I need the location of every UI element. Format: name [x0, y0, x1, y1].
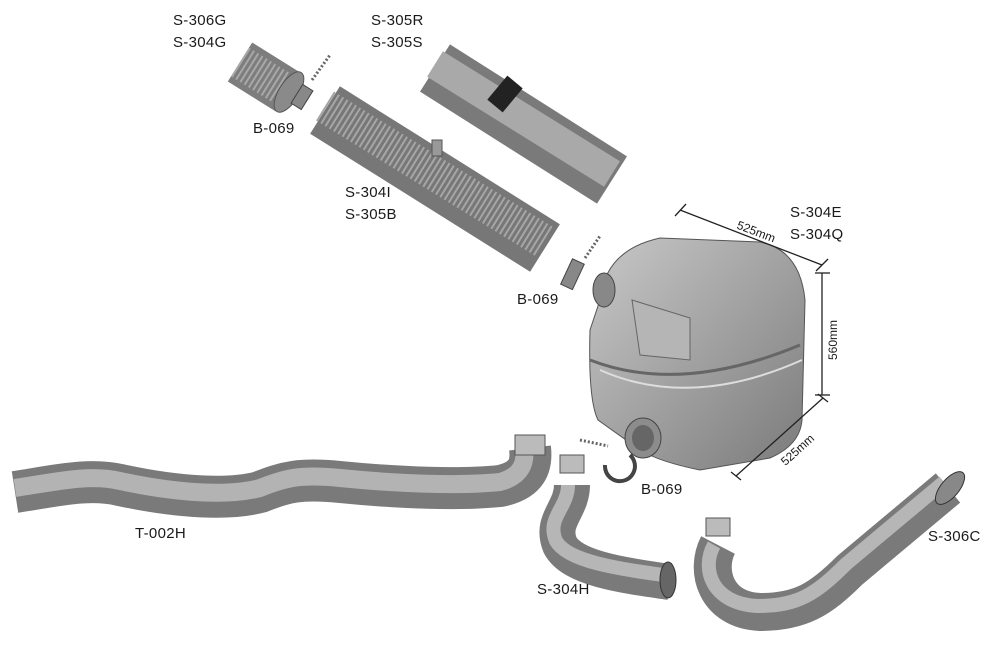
straight-hose-with-strap	[420, 44, 627, 204]
dimension-height: 560mm	[826, 319, 840, 360]
part-label-s306c: S-306C	[928, 528, 981, 545]
part-label-s304h: S-304H	[537, 581, 590, 598]
part-label-s306g: S-306G	[173, 12, 227, 29]
hose-clamp-2	[559, 235, 602, 291]
elbow-pipe-h	[539, 454, 677, 600]
part-label-b069-3: B-069	[641, 481, 683, 498]
part-label-s304i: S-304I	[345, 184, 391, 201]
mounting-bracket	[514, 434, 546, 456]
hose-clamp-3	[579, 438, 637, 484]
elbow-pipe-c	[693, 471, 966, 632]
part-label-s304e: S-304E	[790, 204, 842, 221]
part-label-s304q: S-304Q	[790, 226, 844, 243]
part-label-b069-1: B-069	[253, 120, 295, 137]
mounting-bracket	[705, 517, 731, 537]
part-label-s305s: S-305S	[371, 34, 423, 51]
part-label-s304g: S-304G	[173, 34, 227, 51]
part-label-s305b: S-305B	[345, 206, 397, 223]
strap	[487, 75, 523, 113]
part-label-t002h: T-002H	[135, 525, 186, 542]
part-label-s305r: S-305R	[371, 12, 424, 29]
part-label-b069-2: B-069	[517, 291, 559, 308]
mounting-bracket	[559, 454, 585, 474]
waterlock-tank	[589, 237, 806, 471]
long-corrugated-hose	[310, 86, 560, 272]
tailpipe	[11, 434, 552, 518]
dimension-lines	[674, 203, 830, 481]
hose-clamp-1	[290, 54, 332, 111]
